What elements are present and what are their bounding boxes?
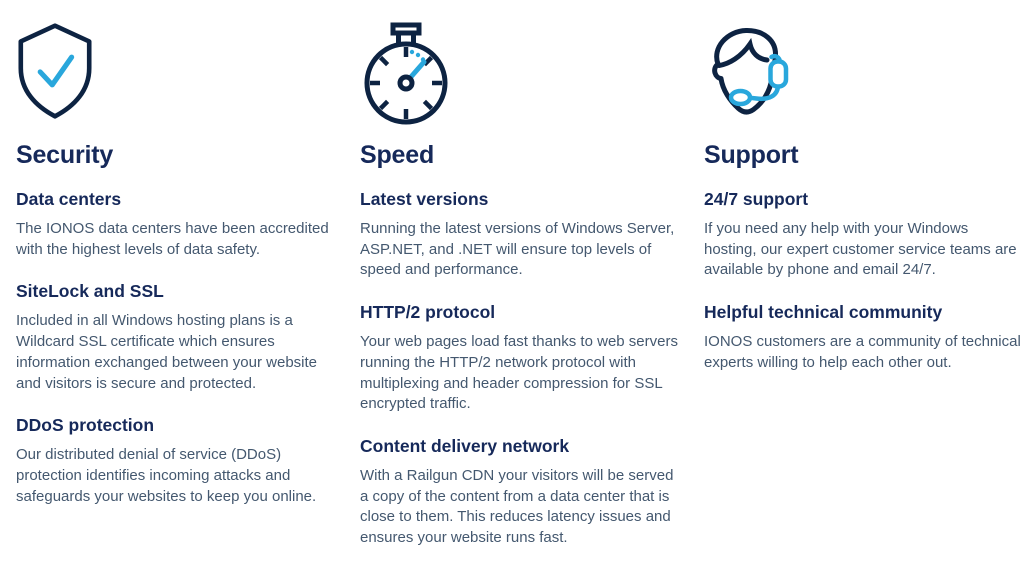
item-heading: 24/7 support <box>704 189 809 209</box>
feature-item: Content delivery network With a Railgun … <box>360 436 680 549</box>
item-body: With a Railgun CDN your visitors will be… <box>360 466 674 547</box>
item-heading: Data centers <box>16 189 122 209</box>
item-heading: Content delivery network <box>360 435 570 456</box>
shield-check-icon <box>16 22 336 120</box>
feature-item: SiteLock and SSL Included in all Windows… <box>16 281 336 394</box>
feature-item: 24/7 support If you need any help with y… <box>704 189 1024 281</box>
feature-item: HTTP/2 protocol Your web pages load fast… <box>360 302 680 415</box>
item-body: If you need any help with your Windows h… <box>704 220 1017 279</box>
feature-item: DDoS protection Our distributed denial o… <box>16 415 336 507</box>
item-body: The IONOS data centers have been accredi… <box>16 220 329 258</box>
item-body: Your web pages load fast thanks to web s… <box>360 333 678 413</box>
features-section: Security Data centers The IONOS data cen… <box>16 22 1024 549</box>
column-title-speed: Speed <box>360 141 435 169</box>
item-body: Our distributed denial of service (DDoS)… <box>16 446 317 505</box>
support-agent-icon <box>704 22 1024 120</box>
item-heading: HTTP/2 protocol <box>360 302 496 323</box>
item-body: IONOS customers are a community of techn… <box>704 333 1021 371</box>
feature-column-support: Support 24/7 support If you need any hel… <box>704 22 1024 549</box>
item-heading: DDoS protection <box>16 415 155 436</box>
feature-item: Latest versions Running the latest versi… <box>360 189 680 281</box>
item-body: Running the latest versions of Windows S… <box>360 220 675 279</box>
item-heading: SiteLock and SSL <box>16 281 164 302</box>
item-body: Included in all Windows hosting plans is… <box>16 312 318 392</box>
column-title-support: Support <box>704 141 799 169</box>
feature-column-speed: Speed Latest versions Running the latest… <box>360 22 680 549</box>
item-heading: Helpful technical community <box>704 302 943 323</box>
column-title-security: Security <box>16 141 114 169</box>
feature-column-security: Security Data centers The IONOS data cen… <box>16 22 336 549</box>
feature-item: Helpful technical community IONOS custom… <box>704 302 1024 373</box>
item-heading: Latest versions <box>360 189 489 209</box>
stopwatch-icon <box>360 22 680 125</box>
feature-item: Data centers The IONOS data centers have… <box>16 189 336 260</box>
